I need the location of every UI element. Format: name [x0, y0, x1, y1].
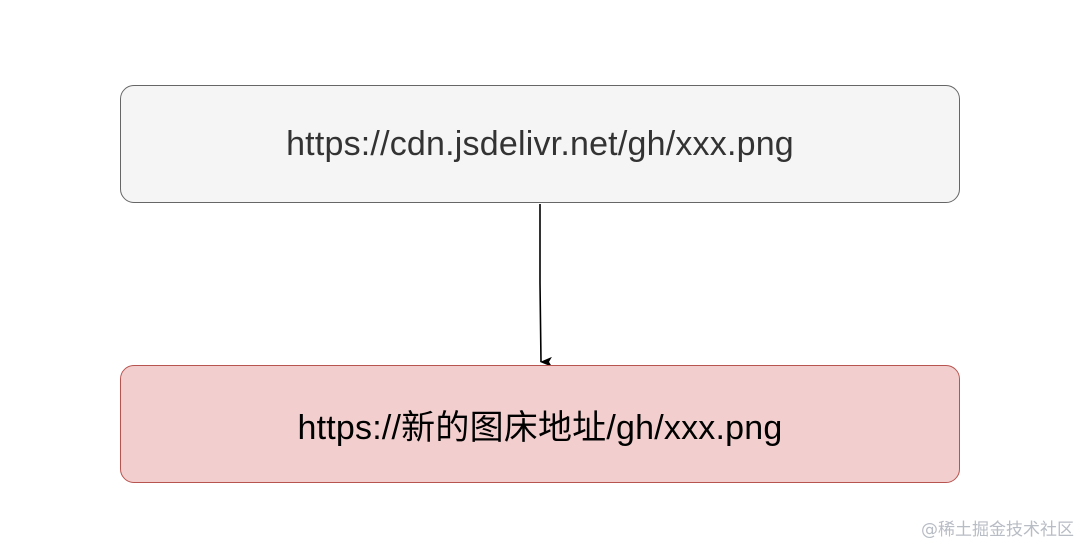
source-url-label: https://cdn.jsdelivr.net/gh/xxx.png	[286, 124, 794, 163]
watermark-text: @稀土掘金技术社区	[921, 520, 1074, 540]
edge-line	[539, 204, 553, 367]
source-url-node[interactable]: https://cdn.jsdelivr.net/gh/xxx.png	[120, 85, 960, 203]
target-url-label: https://新的图床地址/gh/xxx.png	[297, 408, 783, 447]
target-url-node[interactable]: https://新的图床地址/gh/xxx.png	[120, 365, 960, 483]
